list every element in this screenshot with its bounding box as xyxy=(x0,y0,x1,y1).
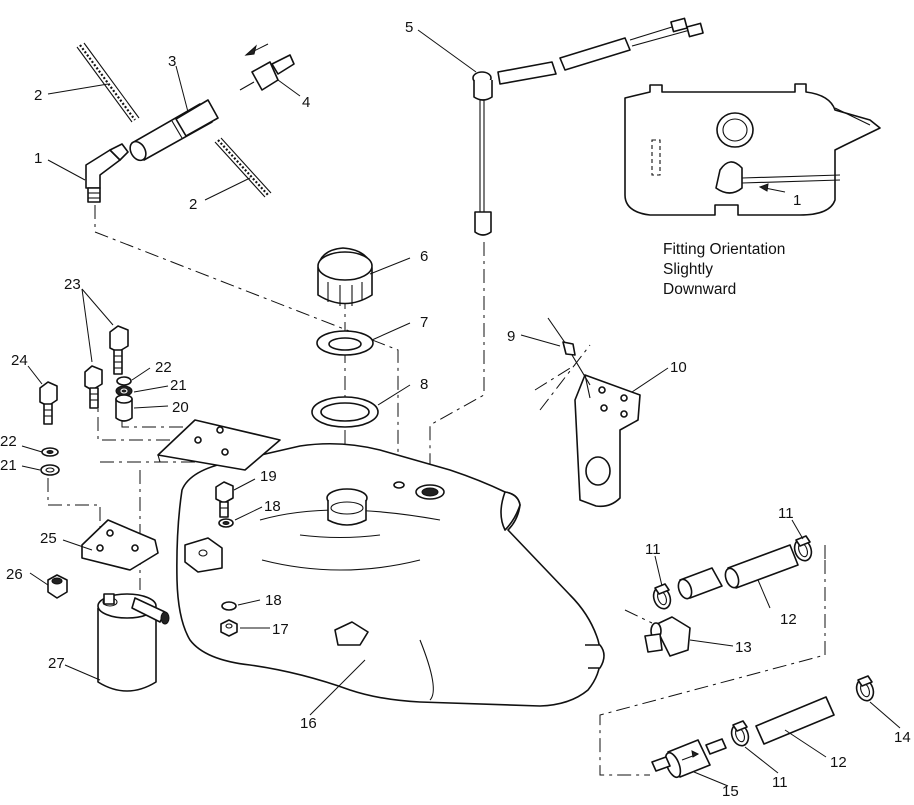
inset-note-line1: Fitting Orientation xyxy=(663,241,785,258)
callout-27: 27 xyxy=(48,655,65,672)
washer-nut-stack xyxy=(115,376,133,422)
inset-note-line3: Downward xyxy=(663,281,736,298)
bolt-23-upper xyxy=(109,325,129,375)
inset-note-line2: Slightly xyxy=(663,261,713,278)
fuel-line-12-upper xyxy=(724,544,799,589)
callout-9: 9 xyxy=(507,328,515,345)
hex-nut-26 xyxy=(47,574,68,599)
fuel-hose-upper xyxy=(76,42,140,123)
callout-23: 23 xyxy=(64,276,81,293)
washer-22-left xyxy=(41,447,59,457)
callout-15: 15 xyxy=(722,783,739,800)
bolt-24 xyxy=(39,381,58,425)
callout-24: 24 xyxy=(11,352,28,369)
callout-5: 5 xyxy=(405,19,413,36)
elbow-fitting-13 xyxy=(644,616,691,657)
hose-clamp-14 xyxy=(855,675,875,702)
bolt-23-lower xyxy=(84,365,103,409)
callout-11-top: 11 xyxy=(778,505,794,522)
hose-clamp-11-low xyxy=(730,720,750,747)
callout-25: 25 xyxy=(40,530,57,547)
filter-mount-plate xyxy=(81,519,159,571)
callout-22-right: 22 xyxy=(155,359,172,376)
callout-10: 10 xyxy=(670,359,687,376)
support-plate-upper xyxy=(157,419,281,471)
inline-fuel-filter-15 xyxy=(651,738,727,779)
callout-13: 13 xyxy=(735,639,752,656)
fuel-filter-canister xyxy=(97,593,170,692)
washer-18-upper xyxy=(218,518,234,528)
callout-2-upper: 2 xyxy=(34,87,42,104)
inset-note: Fitting Orientation Slightly Downward xyxy=(663,241,785,298)
fuel-line-12-short xyxy=(677,567,723,600)
callout-inset-1: 1 xyxy=(793,192,801,209)
check-valve xyxy=(239,43,295,91)
callout-21-right: 21 xyxy=(170,377,187,394)
fuel-cap xyxy=(317,247,373,306)
callout-26: 26 xyxy=(6,566,23,583)
callout-19: 19 xyxy=(260,468,277,485)
callout-16: 16 xyxy=(300,715,317,732)
callout-4: 4 xyxy=(302,94,310,111)
callout-11-low: 11 xyxy=(772,774,788,791)
callout-6: 6 xyxy=(420,248,428,265)
callout-22-left: 22 xyxy=(0,433,17,450)
bolt-19 xyxy=(215,481,234,518)
fuel-level-sender xyxy=(472,17,704,236)
callout-12-lower: 12 xyxy=(830,754,847,771)
callout-14: 14 xyxy=(894,729,911,746)
callout-3: 3 xyxy=(168,53,176,70)
callout-2-lower: 2 xyxy=(189,196,197,213)
washer-18-lower xyxy=(221,601,237,611)
callout-11-mid: 11 xyxy=(645,541,661,558)
callout-18-upper: 18 xyxy=(264,498,281,515)
callout-7: 7 xyxy=(420,314,428,331)
callout-18-lower: 18 xyxy=(265,592,282,609)
hose-clamp-11-mid xyxy=(652,583,672,610)
fuel-tank xyxy=(176,442,605,707)
elbow-fitting xyxy=(85,143,129,203)
mounting-bracket xyxy=(574,374,641,508)
fuel-line-12-lower xyxy=(755,696,835,745)
nut-17 xyxy=(220,619,238,637)
cap-gasket xyxy=(316,330,374,356)
fuel-hose-lower xyxy=(214,137,272,198)
callout-8: 8 xyxy=(420,376,428,393)
cable-tie xyxy=(547,317,591,386)
callout-21-left: 21 xyxy=(0,457,17,474)
callout-1: 1 xyxy=(34,150,42,167)
callout-20: 20 xyxy=(172,399,189,416)
callout-17: 17 xyxy=(272,621,289,638)
callout-labels: 1 2 2 3 4 5 6 7 8 9 10 11 11 11 12 12 13… xyxy=(0,19,911,800)
hose-clamp-11-top xyxy=(793,535,813,562)
lockwasher-21-left xyxy=(40,464,60,476)
filler-neck-gasket xyxy=(311,396,379,428)
inset-tank-view xyxy=(624,83,881,216)
hose-sleeve xyxy=(129,99,219,162)
leader-lines xyxy=(21,29,901,787)
callout-12-upper: 12 xyxy=(780,611,797,628)
